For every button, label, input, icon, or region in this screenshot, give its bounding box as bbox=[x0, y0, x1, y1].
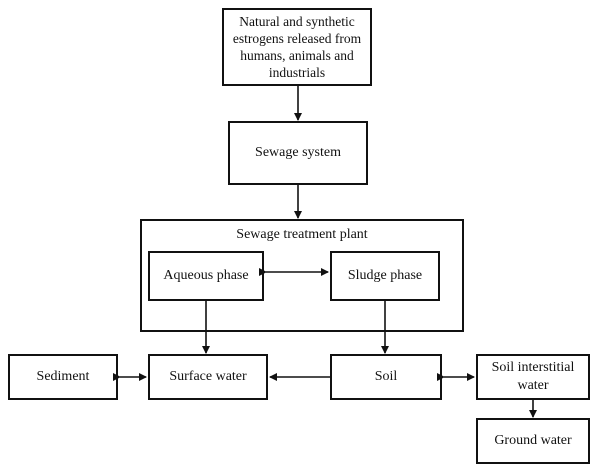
node-aqueous-phase: Aqueous phase bbox=[148, 251, 264, 301]
node-ground-water: Ground water bbox=[476, 418, 590, 464]
node-sewage-system: Sewage system bbox=[228, 121, 368, 185]
node-soil-label: Soil bbox=[374, 369, 398, 384]
node-surface-water-label: Surface water bbox=[169, 369, 247, 384]
node-soil: Soil bbox=[330, 354, 442, 400]
node-sludge-phase: Sludge phase bbox=[330, 251, 440, 301]
node-soil-interstitial-water-label: Soil interstitial water bbox=[491, 360, 575, 393]
node-source-label: Natural and synthetic estrogens released… bbox=[232, 14, 362, 80]
node-treatment-plant-label: Sewage treatment plant bbox=[236, 227, 368, 242]
node-surface-water: Surface water bbox=[148, 354, 268, 400]
node-ground-water-label: Ground water bbox=[494, 433, 572, 448]
node-source: Natural and synthetic estrogens released… bbox=[222, 8, 372, 86]
node-sewage-system-label: Sewage system bbox=[255, 145, 341, 160]
node-aqueous-phase-label: Aqueous phase bbox=[163, 268, 249, 283]
node-sediment: Sediment bbox=[8, 354, 118, 400]
node-sludge-phase-label: Sludge phase bbox=[347, 268, 423, 283]
node-sediment-label: Sediment bbox=[36, 369, 90, 384]
node-soil-interstitial-water: Soil interstitial water bbox=[476, 354, 590, 400]
node-treatment-plant bbox=[140, 219, 464, 332]
